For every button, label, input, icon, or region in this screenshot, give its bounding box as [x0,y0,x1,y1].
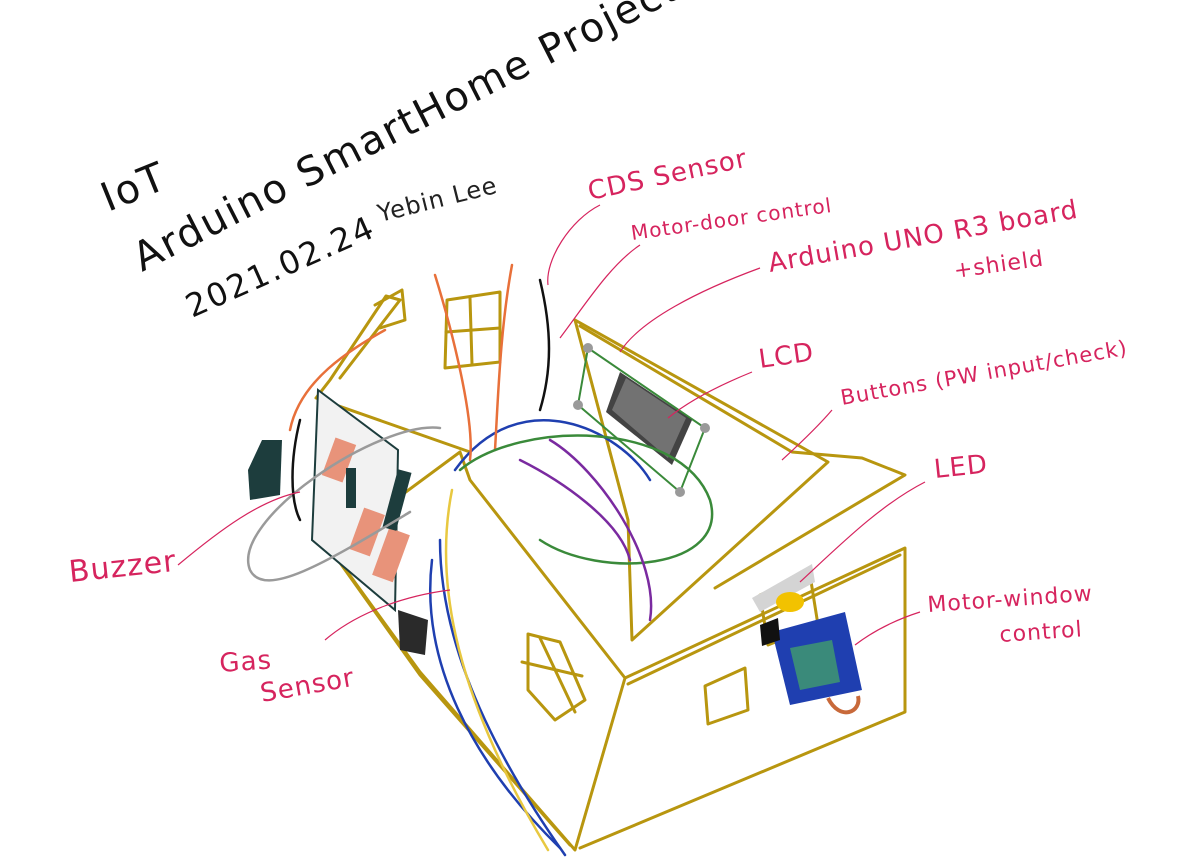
house-right-wall [578,546,907,850]
label-led: LED [933,449,990,484]
house-roof-edge [578,324,907,590]
house-roof-slab [573,318,830,642]
wires [246,263,714,857]
leader-lcd [667,371,753,419]
label-cds-sensor: CDS Sensor [585,144,750,207]
label-motor-window-line2: control [999,617,1084,648]
label-buzzer: Buzzer [67,544,178,590]
upper-window [443,290,502,370]
buzzer-component [248,440,282,500]
title-block: IoT Arduino SmartHome Project Yebin Lee … [95,0,687,325]
window-motor [772,612,862,715]
label-motor-door: Motor-door control [629,193,833,245]
leader-led [799,481,926,583]
leader-window-motor [854,611,921,646]
label-arduino-line2: +shield [952,247,1045,284]
house-front-wall-edge [331,551,572,847]
title-line-1: IoT [95,154,174,222]
leader-buttons [781,409,833,461]
label-buttons: Buttons (PW input/check) [839,336,1130,410]
label-gas-line1: Gas [218,645,273,679]
author-name: Yebin Lee [374,171,501,228]
small-black-part [760,618,780,646]
leader-gas [324,589,451,641]
lcd-board [573,343,710,497]
leader-lines [177,204,926,646]
label-motor-window-line1: Motor-window [927,581,1094,617]
led-light [776,592,804,612]
leader-arduino [619,267,761,353]
gas-sensor-component [398,610,428,655]
label-gas-line2: Sensor [258,663,357,709]
led-holder [752,564,815,612]
label-lcd: LCD [757,337,816,374]
front-window [520,632,587,722]
house-left-tower-top [373,288,407,330]
leader-door-motor [559,244,641,339]
house-sketch [246,263,907,857]
right-window [703,666,750,726]
leader-buzzer [177,491,301,566]
title-line-2: Arduino SmartHome Project [126,0,687,281]
leader-cds [547,204,601,286]
sensor-board [310,388,412,613]
